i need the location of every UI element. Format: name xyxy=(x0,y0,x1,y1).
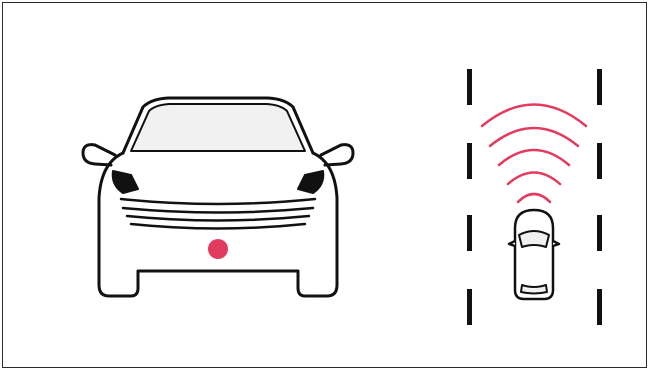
radar-wave xyxy=(499,150,569,165)
radar-waves-icon xyxy=(482,105,586,203)
radar-diagram xyxy=(3,3,648,369)
car-top-left-mirror xyxy=(509,241,515,246)
front-grille xyxy=(121,199,315,229)
left-headlight xyxy=(113,171,138,193)
car-top-right-mirror xyxy=(553,241,559,246)
left-lane-dash xyxy=(467,215,472,251)
right-lane-dash xyxy=(597,69,602,105)
car-top-windshield xyxy=(519,231,549,247)
left-lane-dash xyxy=(467,143,472,179)
radar-wave xyxy=(508,173,560,185)
right-lane-dash xyxy=(597,143,602,179)
radar-wave xyxy=(482,105,586,127)
right-headlight xyxy=(298,171,323,193)
right-lane-dash xyxy=(597,215,602,251)
radar-wave xyxy=(490,128,578,146)
windshield xyxy=(131,104,305,151)
left-lane-dash xyxy=(467,289,472,325)
car-top-rear-window xyxy=(521,285,547,294)
car-top-body xyxy=(515,210,553,299)
car-front-icon xyxy=(83,98,353,296)
radar-sensor-dot xyxy=(208,239,228,259)
left-lane-dash xyxy=(467,69,472,105)
car-top-icon xyxy=(509,210,559,299)
diagram-frame xyxy=(2,2,647,368)
radar-wave xyxy=(518,194,550,202)
right-lane-dash xyxy=(597,289,602,325)
